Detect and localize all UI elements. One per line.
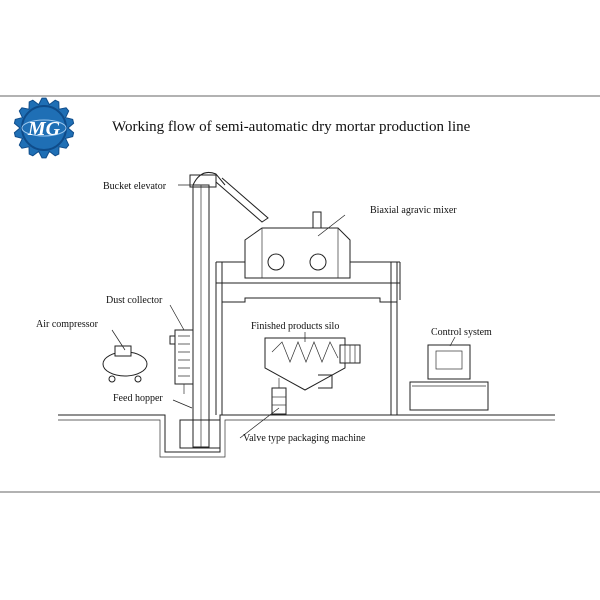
- compressor-wheel-left: [108, 375, 116, 383]
- label-control-system: Control system: [431, 327, 492, 338]
- mixer-body: [244, 227, 351, 279]
- label-feed-hopper: Feed hopper: [113, 393, 163, 404]
- air-compressor: [102, 345, 148, 383]
- screw-conveyor: [271, 341, 339, 363]
- diagram-title: Working flow of semi-automatic dry morta…: [112, 119, 471, 135]
- label-bucket-elevator: Bucket elevator: [103, 181, 167, 192]
- packer-frame: [271, 387, 287, 415]
- dust-collector: [169, 329, 194, 394]
- leader-lines: [111, 184, 456, 439]
- label-biaxial-mixer: Biaxial agravic mixer: [370, 205, 457, 216]
- logo-text: MG: [27, 118, 61, 140]
- compressor-wheel-right: [134, 375, 142, 383]
- leader-feed-hopper: [172, 399, 193, 409]
- packaging-machine: [271, 378, 287, 415]
- compressor-motor: [114, 345, 132, 357]
- leader-mixer: [317, 214, 346, 237]
- finished-products-silo: [264, 337, 361, 391]
- elevator-head-box: [189, 174, 217, 188]
- label-air-compressor: Air compressor: [36, 319, 99, 330]
- elevator-chute: [215, 177, 269, 223]
- ground-line-inner: [58, 419, 555, 458]
- biaxial-mixer: [244, 211, 351, 279]
- bucket-elevator: [179, 171, 269, 449]
- mixer-rotor-right: [309, 253, 327, 271]
- silo-body: [264, 337, 346, 391]
- mg-logo: MG: [13, 97, 75, 159]
- logo-globe-band: [21, 119, 67, 137]
- dust-collector-valve: [169, 335, 176, 345]
- label-dust-collector: Dust collector: [106, 295, 163, 306]
- leader-dust-collector: [169, 304, 185, 331]
- control-monitor: [427, 344, 471, 380]
- control-desk: [409, 381, 489, 411]
- leader-control: [449, 336, 456, 347]
- feed-hopper-box: [179, 419, 221, 449]
- mixer-rotor-left: [267, 253, 285, 271]
- elevator-head: [192, 171, 226, 186]
- leader-packaging: [239, 407, 280, 439]
- leader-air-compressor: [111, 329, 126, 351]
- dust-collector-bags: [178, 335, 190, 377]
- control-system: [409, 344, 489, 411]
- frame-platform: [222, 297, 397, 303]
- label-finished-silo: Finished products silo: [251, 321, 339, 332]
- mixer-inlet: [312, 211, 322, 229]
- label-packaging-machine: Valve type packaging machine: [243, 433, 366, 444]
- control-screen: [435, 350, 463, 370]
- silo-outlet: [318, 374, 333, 389]
